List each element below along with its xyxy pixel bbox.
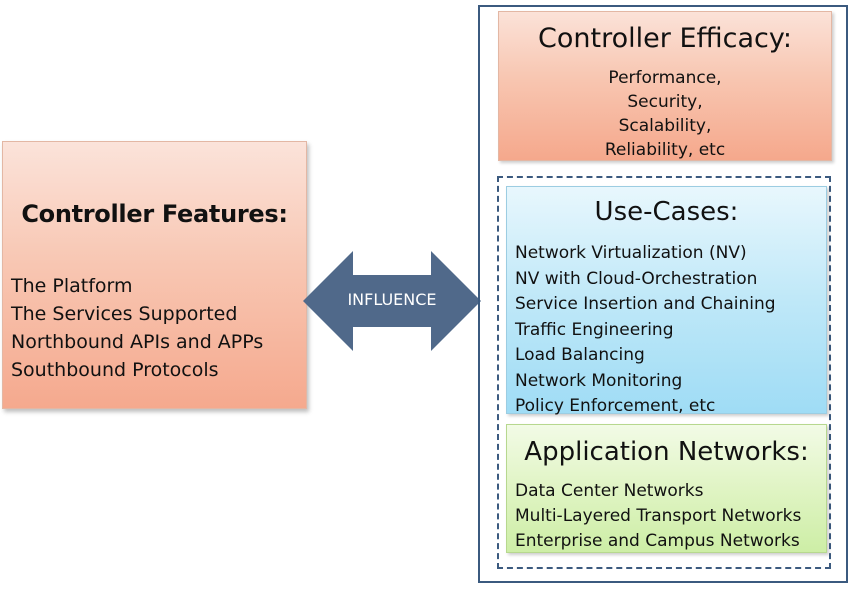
controller-efficacy-title: Controller Efficacy:	[538, 23, 792, 54]
use-cases-box: Use-Cases: Network Virtualization (NV) N…	[506, 186, 827, 416]
controller-features-list: The Platform The Services Supported Nort…	[11, 272, 263, 384]
feature-item: Southbound Protocols	[11, 359, 219, 381]
influence-arrow-shape	[303, 251, 481, 351]
controller-efficacy-box: Controller Efficacy: Performance, Securi…	[498, 11, 832, 161]
feature-item: Northbound APIs and APPs	[11, 331, 264, 353]
application-network-item: Enterprise and Campus Networks	[515, 531, 800, 551]
use-case-item: Policy Enforcement, etc	[515, 396, 716, 416]
application-networks-box: Application Networks: Data Center Networ…	[506, 424, 827, 553]
feature-item: The Platform	[11, 275, 133, 297]
controller-efficacy-list: Performance, Security, Scalability, Reli…	[499, 66, 831, 162]
use-case-item: NV with Cloud-Orchestration	[515, 268, 758, 289]
efficacy-item: Scalability,	[618, 116, 712, 136]
use-cases-title: Use-Cases:	[594, 197, 739, 227]
use-case-item: Traffic Engineering	[515, 319, 674, 340]
application-networks-list: Data Center Networks Multi-Layered Trans…	[515, 479, 826, 554]
application-network-item: Data Center Networks	[515, 481, 704, 501]
efficacy-item: Reliability, etc	[604, 140, 726, 160]
efficacy-item: Performance,	[608, 68, 722, 88]
efficacy-item: Security,	[627, 92, 703, 112]
application-networks-title: Application Networks:	[524, 437, 809, 467]
double-arrow-icon	[303, 251, 481, 351]
use-case-item: Service Insertion and Chaining	[515, 294, 776, 314]
controller-features-box: Controller Features: The Platform The Se…	[2, 141, 307, 409]
use-case-item: Load Balancing	[515, 345, 645, 365]
use-case-item: Network Monitoring	[515, 370, 683, 391]
use-case-item: Network Virtualization (NV)	[515, 243, 747, 263]
application-network-item: Multi-Layered Transport Networks	[515, 506, 802, 526]
feature-item: The Services Supported	[11, 303, 238, 325]
controller-features-title: Controller Features:	[21, 200, 288, 228]
dashed-group-frame	[497, 176, 831, 569]
right-outer-frame	[478, 5, 848, 583]
influence-label: INFLUENCE	[347, 290, 437, 309]
use-cases-list: Network Virtualization (NV) NV with Clou…	[515, 241, 826, 420]
